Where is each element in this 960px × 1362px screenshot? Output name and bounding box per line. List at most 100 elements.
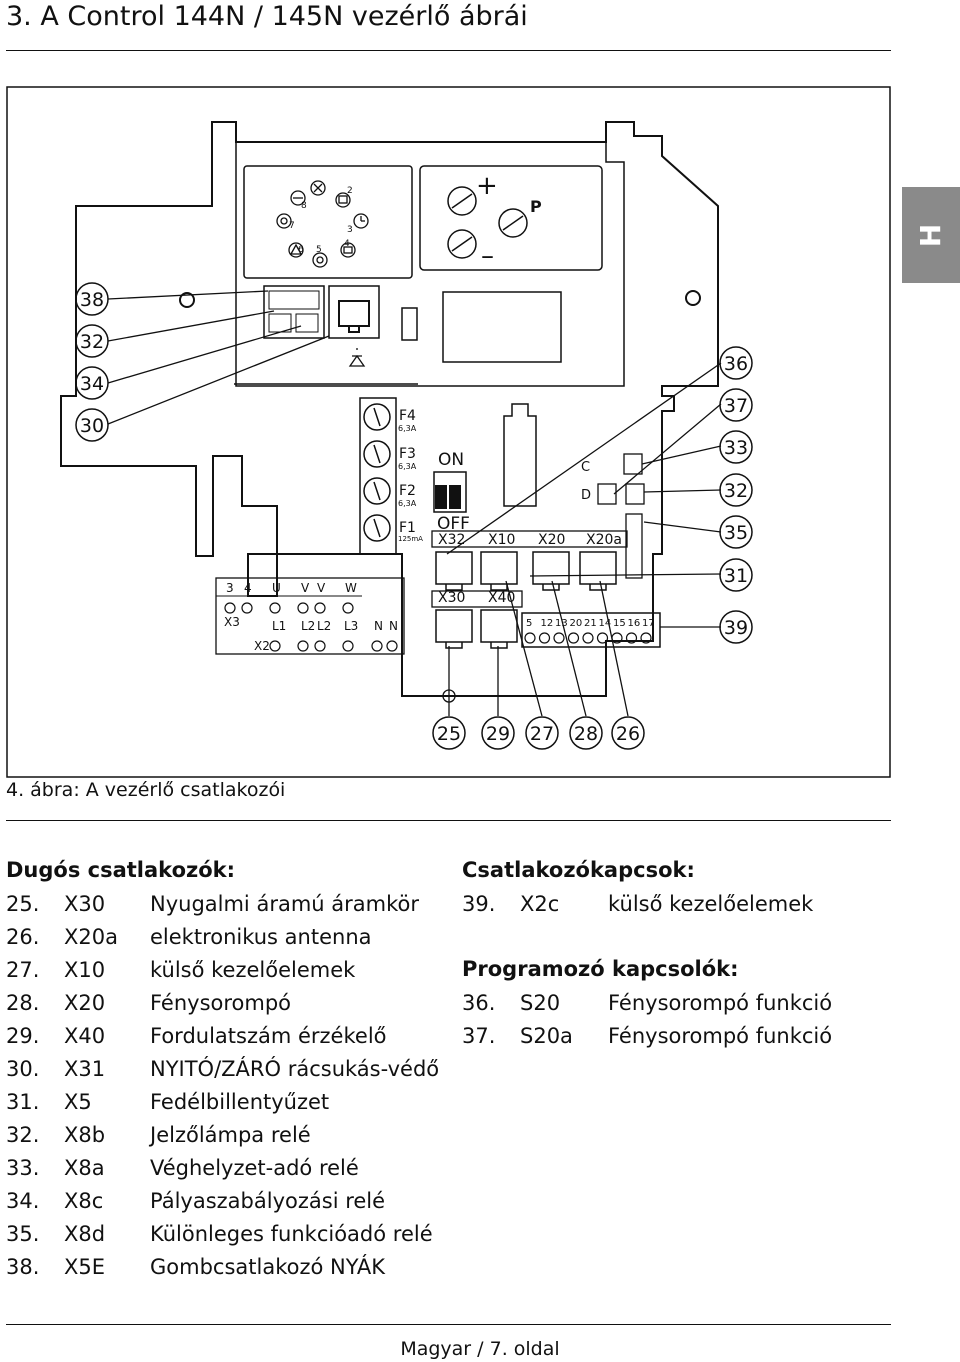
item-description: Jelzőlámpa relé: [150, 1123, 311, 1147]
terminal-x2-label: X2: [254, 639, 270, 653]
plus-label: +: [476, 171, 498, 201]
item-code: S20: [520, 991, 561, 1015]
terminal-label: L2: [301, 619, 315, 633]
dip-switch[interactable]: [433, 471, 467, 513]
dial-number: 5: [316, 245, 322, 255]
callout-number: 38: [80, 289, 104, 311]
item-number: 28.: [6, 991, 40, 1015]
terminal-screws: [224, 602, 398, 652]
callout-number: 30: [80, 415, 104, 437]
connector-label: X40: [488, 590, 515, 606]
controller-diagram: 2 3 4 5 6 7 8 + – P 38 32 34 30: [6, 86, 891, 782]
dial-number: 8: [301, 201, 307, 211]
item-code: X10: [64, 958, 106, 982]
item-code: X5: [64, 1090, 92, 1114]
x5e-connector[interactable]: [263, 285, 325, 339]
terminal-label: L1: [272, 619, 286, 633]
connector-label: X20: [538, 532, 565, 548]
item-number: 36.: [462, 991, 496, 1015]
fuse-rating: 6,3A: [398, 499, 417, 508]
dial-number: 6: [298, 245, 304, 255]
strip-terminal-number: 20: [570, 618, 583, 629]
program-switches-list: Programozó kapcsolók: 36. S20 Fénysorompó …: [462, 955, 832, 1053]
item-number: 29.: [6, 1024, 40, 1048]
item-code: S20a: [520, 1024, 573, 1048]
terminal-label: W: [345, 581, 357, 595]
terminal-label: V: [317, 581, 326, 595]
callout-number: 34: [80, 373, 104, 395]
fuse-rating: 6,3A: [398, 462, 417, 471]
plug-connectors-heading: Dugós csatlakozók:: [6, 858, 236, 882]
figure-frame: [6, 86, 891, 778]
item-number: 25.: [6, 892, 40, 916]
caption-rule: [6, 820, 891, 821]
item-number: 39.: [462, 892, 496, 916]
terminal-strip-x2c: [521, 612, 661, 648]
switch-on-label: ON: [438, 450, 464, 470]
footer-rule: [6, 1324, 891, 1325]
item-number: 26.: [6, 925, 40, 949]
potentiometers[interactable]: [447, 186, 528, 259]
x5-plug[interactable]: [625, 513, 643, 579]
board-outline: [235, 141, 625, 387]
terminal-label: L3: [344, 619, 358, 633]
strip-terminal-number: 15: [613, 618, 626, 629]
strip-terminal-screw: [524, 632, 536, 644]
item-number: 32.: [6, 1123, 40, 1147]
page-title: 3. A Control 144N / 145N vezérlő ábrái: [6, 1, 528, 32]
item-description: Különleges funkcióadó relé: [150, 1222, 433, 1246]
item-code: X20a: [64, 925, 118, 949]
strip-terminal-number: 5: [526, 618, 532, 629]
terminal-block-x2-x3: [215, 577, 405, 655]
item-code: X40: [64, 1024, 106, 1048]
strip-terminal-number: 21: [584, 618, 597, 629]
item-number: 30.: [6, 1057, 40, 1081]
callout-number: 29: [486, 723, 510, 745]
terminal-label: L2: [317, 619, 331, 633]
terminal-label: V: [301, 581, 310, 595]
item-code: X8b: [64, 1123, 106, 1147]
fuse-name: F3: [399, 446, 416, 462]
item-code: X20: [64, 991, 106, 1015]
item-code: X31: [64, 1057, 106, 1081]
callout-number: 27: [530, 723, 554, 745]
item-code: X30: [64, 892, 106, 916]
strip-terminal-screw: [640, 632, 652, 644]
item-code: X8d: [64, 1222, 106, 1246]
terminal-label: 3: [226, 581, 234, 595]
dial-panel: [243, 165, 413, 279]
item-description: külső kezelőelemek: [150, 958, 356, 982]
terminal-label: U: [272, 581, 281, 595]
item-description: Fénysorompó: [150, 991, 292, 1015]
s20-switch[interactable]: [623, 453, 643, 475]
item-code: X2c: [520, 892, 560, 916]
language-tab: H: [902, 187, 960, 283]
item-number: 33.: [6, 1156, 40, 1180]
callout-number: 32: [724, 480, 748, 502]
jumper-c-label: C: [581, 460, 590, 475]
strip-terminal-screw: [538, 632, 551, 644]
display-window: [442, 291, 562, 363]
strip-terminal-screw: [625, 632, 638, 644]
fuse-caps[interactable]: [363, 403, 391, 542]
terminal-connectors-heading: Csatlakozókapcsok:: [462, 858, 695, 882]
item-number: 35.: [6, 1222, 40, 1246]
item-description: Fedélbillentyűzet: [150, 1090, 330, 1114]
item-description: Fénysorompó funkció: [608, 991, 833, 1015]
x8a-plug[interactable]: [625, 483, 645, 505]
dial-number: 4: [344, 239, 350, 249]
rj-socket[interactable]: [328, 285, 380, 339]
s20a-switch[interactable]: [597, 483, 617, 505]
callout-number: 36: [724, 353, 748, 375]
minus-label: –: [481, 241, 494, 271]
program-switches-heading: Programozó kapcsolók:: [462, 957, 739, 981]
item-code: X5E: [64, 1255, 106, 1279]
